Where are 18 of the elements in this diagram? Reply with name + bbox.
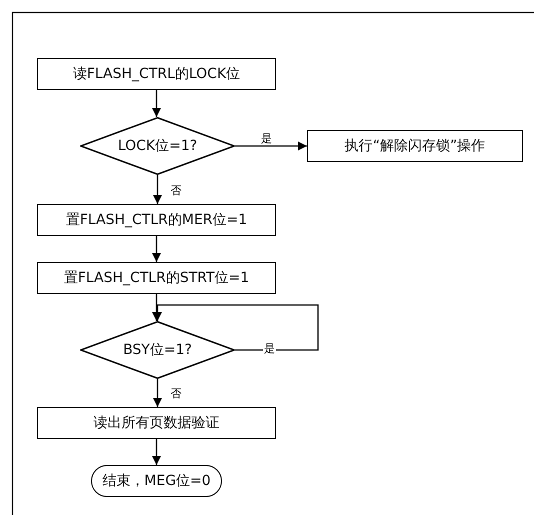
process-box: 读出所有页数据验证: [37, 407, 276, 439]
arrow: [152, 379, 162, 407]
process-box: 置FLASH_CTLR的STRT位=1: [37, 262, 276, 294]
process-box: 置FLASH_CTLR的MER位=1: [37, 204, 276, 236]
arrow: [152, 236, 162, 262]
decision-diamond: BSY位=1?: [80, 321, 235, 379]
arrow: [235, 141, 307, 151]
arrow: [152, 90, 162, 117]
edge-label: 是: [263, 342, 276, 355]
edge-label: 否: [170, 184, 182, 196]
decision-diamond: LOCK位=1?: [80, 117, 235, 175]
edge-label: 否: [170, 387, 182, 400]
process-box: 执行“解除闪存锁”操作: [307, 130, 523, 162]
end-terminal: 结束，MEG位=0: [91, 465, 222, 497]
arrow: [152, 439, 162, 465]
process-box: 读FLASH_CTRL的LOCK位: [37, 58, 276, 90]
arrow: [152, 175, 162, 204]
edge-label: 是: [260, 132, 273, 145]
